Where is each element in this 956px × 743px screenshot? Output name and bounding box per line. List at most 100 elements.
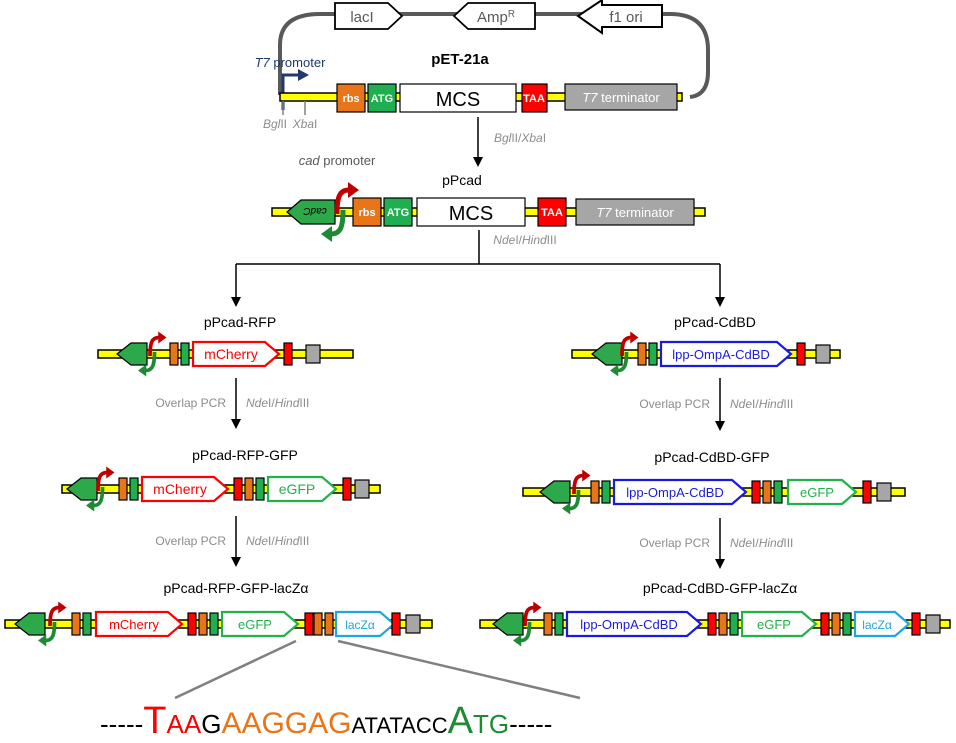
right-pcr1-enzymes-part-2: Hind	[759, 397, 784, 411]
plasmid-terminator-label: T7 terminator	[582, 90, 660, 105]
right-c2-prom-1-fwd-head	[582, 469, 591, 482]
left-pcr1-enzymes-part-1: I/	[268, 396, 275, 410]
right-c2-prom-1-rev	[569, 489, 581, 511]
left-c1-term-6	[305, 344, 321, 364]
t7-promoter-label-part-1: promoter	[270, 55, 326, 70]
cad-promoter-label: cad promoter	[299, 153, 376, 168]
junction-sequence: -----TAAGAAGGAGATATACCATG-----	[100, 700, 552, 743]
right-pcr2-enzymes: NdeI/HindIII	[730, 536, 793, 550]
right-c3-prom-1-rev	[520, 621, 532, 643]
left-c2-prom-1-fwd	[96, 470, 108, 492]
ppcad-promoter-fwd	[334, 187, 350, 215]
plasmid-rbs-label: rbs	[342, 93, 359, 105]
ampr-gene	[452, 2, 536, 30]
left-c1-stop-5	[283, 342, 293, 366]
xbai-label-part-0: Xba	[292, 117, 315, 131]
plasmid-mcs-label: MCS	[436, 89, 480, 111]
right-c3-rbs-10	[831, 612, 841, 636]
right-c3-stop-13	[911, 612, 921, 636]
seq-start-t: T	[473, 709, 489, 739]
left-pcr1-enzymes-part-0: Nde	[246, 396, 268, 410]
left-pcr2-enzymes-part-0: Nde	[246, 534, 268, 548]
right-c3-stop-9	[820, 612, 830, 636]
left-c2-prom-1-rev	[93, 486, 105, 508]
plasmid-mcs	[399, 83, 517, 113]
step1-label-part-1: II/	[511, 131, 522, 145]
ppcad-atg-label: ATG	[387, 207, 409, 219]
right-c3-atg-3	[554, 612, 564, 636]
left-c3-gene-8-label: eGFP	[238, 617, 272, 632]
right-pcr2-enzymes-part-0: Nde	[730, 536, 752, 550]
left-c3-atg-3	[82, 612, 92, 636]
left-c2-atg-7	[255, 477, 265, 501]
left-c2-stop-9	[342, 477, 352, 501]
left-c3-gene-12-label: lacZα	[345, 618, 375, 632]
right-c1-prom-1-fwd-head	[630, 331, 639, 344]
right-c2-prom-1-rev-head	[562, 502, 571, 515]
ampr-label-part-0: Amp	[477, 9, 508, 26]
f1-ori	[576, 0, 663, 35]
seq-g: G	[201, 709, 222, 739]
left-c3-stop-5	[187, 612, 197, 636]
left-c3-prom-1-rev	[45, 621, 57, 643]
right-c3-gene-4	[565, 610, 703, 638]
left-pcr2-label: Overlap PCR	[155, 534, 226, 548]
right-pcr1-enzymes-part-1: I/	[752, 397, 759, 411]
left-c1-name: pPcad-RFP	[204, 314, 276, 330]
left-pcr1-label: Overlap PCR	[155, 396, 226, 410]
left-pcr2-enzymes-part-1: I/	[268, 534, 275, 548]
xbai-label-part-1: I	[314, 117, 317, 131]
zoom-line-left	[174, 639, 297, 700]
right-c3-term-14	[925, 614, 941, 634]
right-c2-name: pPcad-CdBD-GFP	[654, 449, 769, 465]
left-c3-rbs-11	[324, 612, 334, 636]
ppcad-promoter-rev	[330, 209, 346, 237]
right-c2-prom-1-fwd	[572, 473, 584, 495]
right-c3-gene-8	[740, 610, 818, 638]
plasmid-taa-label: TAA	[523, 93, 545, 105]
right-pcr2-enzymes-part-3: III	[783, 536, 793, 550]
cad-promoter-label-part-0: cad	[299, 153, 321, 168]
step2-label-part-0: Nde	[493, 233, 515, 247]
seq-stop-aa: AA	[166, 709, 202, 739]
ppcad-terminator-label: T7 terminator	[596, 205, 674, 220]
right-c1-prom-1-rev-head	[610, 364, 619, 377]
left-c3-gene-8	[220, 610, 300, 638]
right-c3-rbs-2	[543, 612, 553, 636]
left-c2-gene-4	[140, 475, 230, 503]
step1-label-part-3: I	[543, 131, 546, 145]
left-c3-rbs-2	[71, 612, 81, 636]
ppcad-rbs-label: rbs	[358, 207, 375, 219]
t7-promoter-label-part-0: T7	[255, 55, 271, 70]
left-c3-name: pPcad-RFP-GFP-lacZα	[163, 580, 308, 596]
left-c2-cadc-0	[66, 477, 98, 501]
right-pcr2-enzymes-part-1: I/	[752, 536, 759, 550]
left-c3-stop-13	[391, 612, 401, 636]
right-c1-name: pPcad-CdBD	[674, 314, 756, 330]
left-pcr2-enzymes: NdeI/HindIII	[246, 534, 309, 548]
left-c2-prom-1-fwd-head	[106, 466, 115, 479]
plasmid-rbs	[336, 83, 366, 113]
right-c2-rbs-2	[590, 480, 600, 504]
cad-promoter-label-part-1: promoter	[320, 153, 376, 168]
zoom-line-right	[337, 639, 581, 700]
right-c3-name: pPcad-CdBD-GFP-lacZα	[643, 580, 797, 596]
left-c1-rbs-2	[169, 342, 179, 366]
bglii-label: BglII	[263, 117, 287, 131]
right-c3-prom-1-fwd	[523, 605, 535, 627]
plasmid-terminator-label-part-1: terminator	[598, 90, 661, 105]
left-c2-rbs-6	[244, 477, 254, 501]
right-c3-cadc-0	[492, 612, 524, 636]
ampr-label: AmpR	[477, 9, 515, 27]
step2-label-part-2: Hind	[522, 233, 547, 247]
f1-label: f1 ori	[609, 9, 642, 26]
left-c1-gene-4-label: mCherry	[204, 346, 258, 362]
step1-label-part-0: Bgl	[494, 131, 512, 145]
left-c3-cadc-0	[14, 612, 46, 636]
seq-dashes-left: -----	[100, 709, 144, 739]
right-c2-stop-5	[751, 480, 761, 504]
left-c3-atg-7	[209, 612, 219, 636]
seq-dashes-right: -----	[509, 709, 553, 739]
plasmid-terminator	[564, 83, 678, 111]
